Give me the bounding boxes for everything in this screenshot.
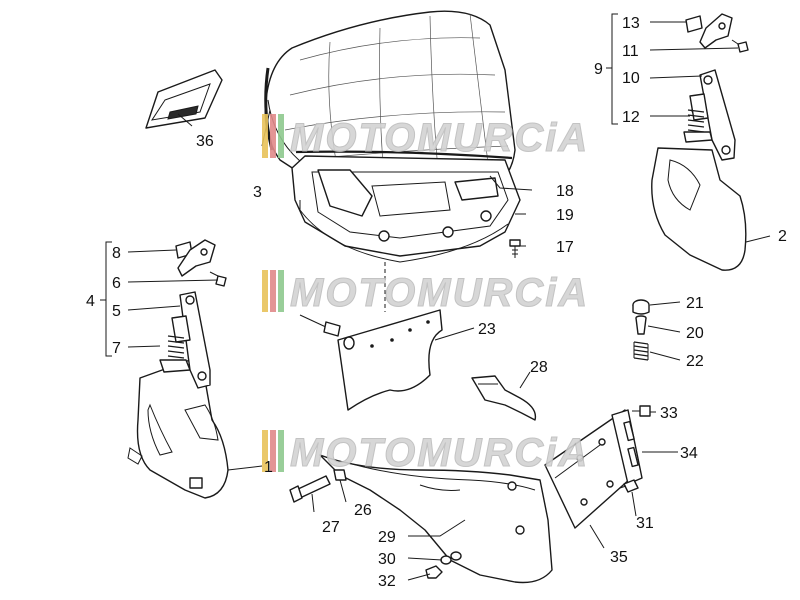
part-36-reflector xyxy=(145,69,223,129)
callout-13: 13 xyxy=(622,15,640,32)
callout-5: 5 xyxy=(112,303,121,320)
part-13-right-pad xyxy=(685,15,703,33)
watermark-middle: MOTOMURCiA xyxy=(262,270,589,316)
part-6-left-screw xyxy=(209,271,227,287)
callout-31: 31 xyxy=(636,515,654,532)
callout-2: 2 xyxy=(778,228,787,245)
part-2-right-side-panel xyxy=(651,147,747,271)
callout-20: 20 xyxy=(686,325,704,342)
part-1-left-side-panel xyxy=(127,359,229,499)
callout-22: 22 xyxy=(686,353,704,370)
part-5-left-hinge-arm xyxy=(171,291,211,389)
callout-32: 32 xyxy=(378,573,396,590)
part-31-screw xyxy=(619,479,639,493)
part-26-clip xyxy=(333,469,347,481)
callout-1: 1 xyxy=(264,459,273,476)
part-11-right-screw xyxy=(731,39,749,53)
callout-35: 35 xyxy=(610,549,628,566)
callout-12: 12 xyxy=(622,109,640,126)
part-12-right-spring xyxy=(683,109,713,143)
callout-29: 29 xyxy=(378,529,396,546)
callout-4: 4 xyxy=(86,293,95,310)
callout-17: 17 xyxy=(556,239,574,256)
part-28-bracket xyxy=(471,375,537,421)
watermark-text: MOTOMURCiA xyxy=(290,431,589,475)
callout-36: 36 xyxy=(196,133,214,150)
part-18-seal xyxy=(295,150,513,160)
watermark-top: MOTOMURCiA xyxy=(262,114,589,161)
callout-labels: 36 3 18 19 17 21 20 22 23 28 33 34 31 35… xyxy=(86,15,787,590)
part-20-pin xyxy=(635,315,647,335)
part-23-plate-support xyxy=(299,262,443,411)
callout-33: 33 xyxy=(660,405,678,422)
part-27-bolt xyxy=(289,475,331,503)
leader-lines xyxy=(100,13,771,581)
part-7-left-spring xyxy=(159,335,191,373)
callout-10: 10 xyxy=(622,70,640,87)
callout-6: 6 xyxy=(112,275,121,292)
callout-11: 11 xyxy=(622,43,639,60)
part-32-nut xyxy=(425,565,443,579)
callout-3: 3 xyxy=(253,184,262,201)
callout-8: 8 xyxy=(112,245,121,262)
part-21-rubber-cap xyxy=(632,299,650,315)
callout-23: 23 xyxy=(478,321,496,338)
callout-34: 34 xyxy=(680,445,698,462)
callout-9: 9 xyxy=(594,61,603,78)
callout-18: 18 xyxy=(556,183,574,200)
callout-30: 30 xyxy=(378,551,396,568)
watermark-text: MOTOMURCiA xyxy=(290,271,589,315)
part-10-right-hinge-arm xyxy=(689,69,736,161)
callout-28: 28 xyxy=(530,359,548,376)
part-right-upper-bracket xyxy=(699,13,733,49)
part-30-washers xyxy=(440,551,462,565)
callout-27: 27 xyxy=(322,519,340,536)
part-29-rear-mudguard xyxy=(319,454,553,584)
part-34-light-housing xyxy=(611,409,643,485)
part-22-spring xyxy=(633,341,649,361)
watermark-text: MOTOMURCiA xyxy=(290,116,589,160)
part-33-screw xyxy=(632,405,651,417)
watermark-bottom: MOTOMURCiA xyxy=(262,430,589,476)
part-left-upper-bracket xyxy=(177,239,216,277)
callout-21: 21 xyxy=(686,295,704,312)
part-19-case-base xyxy=(291,155,521,263)
callout-7: 7 xyxy=(112,340,121,357)
callout-19: 19 xyxy=(556,207,574,224)
part-17-screw xyxy=(509,239,521,258)
callout-26: 26 xyxy=(354,502,372,519)
